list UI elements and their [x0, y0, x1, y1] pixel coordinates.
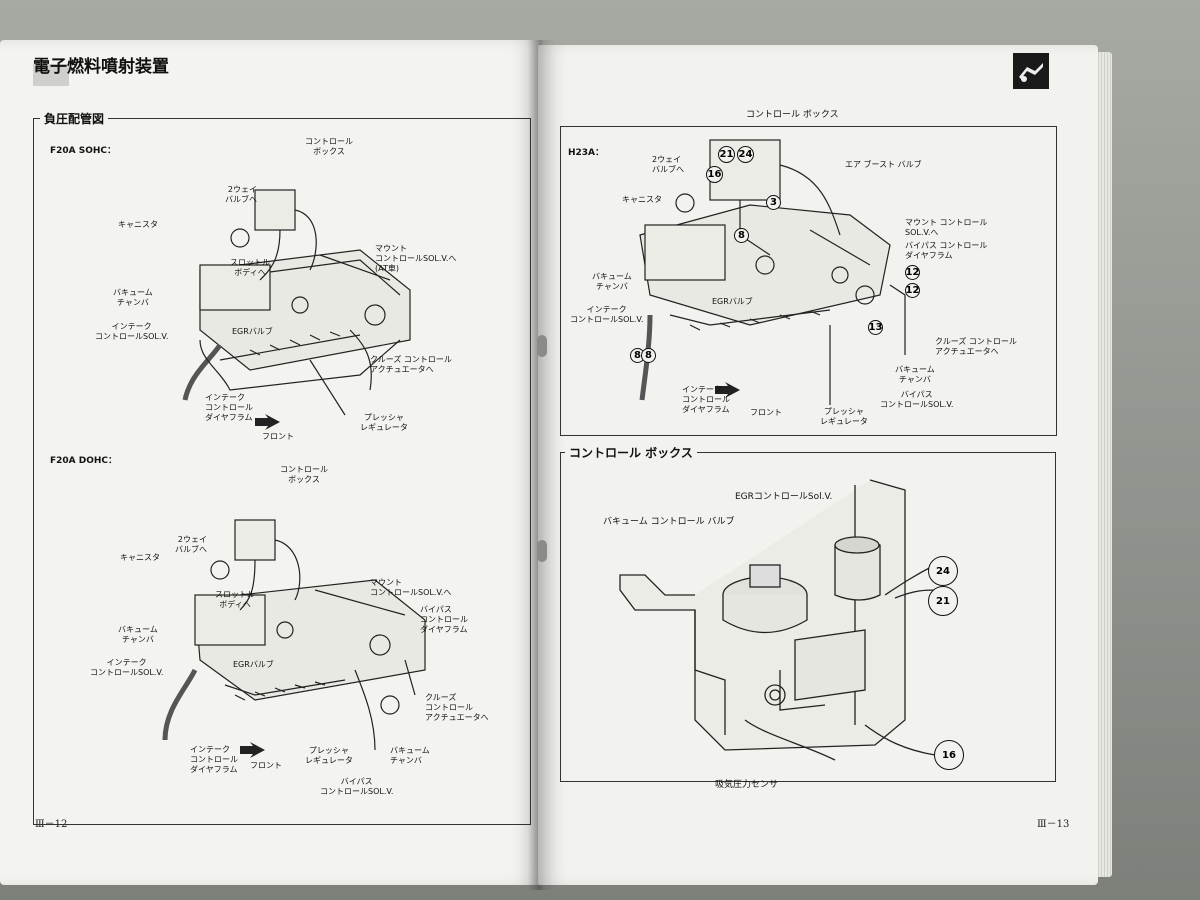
- left-page: [0, 40, 540, 885]
- label-canister: キャニスタ: [120, 553, 160, 562]
- label-cruise-actuator: クルーズ コントロール アクチュエータへ: [935, 337, 1017, 356]
- label-intake-diaphragm: インテーク コントロール ダイヤフラム: [190, 745, 238, 774]
- engine-label-dohc: F20A DOHC：: [50, 456, 118, 466]
- label-intake-diaphragm: インテーク コントロール ダイヤフラム: [205, 393, 253, 422]
- label-front: フロント: [262, 432, 294, 441]
- label-egr-valve: EGRバルブ: [233, 660, 274, 669]
- label-two-way-valve: 2ウェイ バルブへ: [652, 155, 684, 174]
- label-canister: キャニスタ: [118, 220, 158, 229]
- label-control-box: コントロール ボックス: [280, 465, 328, 484]
- hose-number-marker: 24: [737, 146, 754, 163]
- label-egr-valve: EGRバルブ: [712, 297, 753, 306]
- hose-number-marker: 16: [706, 166, 723, 183]
- label-intake-sol: インテーク コントロールSOL.V.: [90, 658, 164, 677]
- section-label: 負圧配管図: [40, 110, 109, 127]
- label-egr-valve: EGRバルブ: [232, 327, 273, 336]
- label-map-sensor: 吸気圧力センサ: [715, 780, 779, 790]
- label-vacuum-chamber: バキューム チャンバ: [113, 288, 153, 307]
- label-control-box: コントロール ボックス: [305, 137, 353, 156]
- hose-number-marker: 24: [928, 556, 958, 586]
- hose-number-marker: 8: [641, 348, 656, 363]
- h23a-diagram-frame: [560, 126, 1057, 436]
- label-intake-sol: インテーク コントロールSOL.V.: [95, 322, 169, 341]
- binding-hole: [537, 540, 547, 562]
- control-box-diagram: [619, 479, 938, 761]
- label-pressure-regulator: プレッシャ レギュレータ: [360, 413, 408, 432]
- engine-label-h23a: H23A：: [568, 148, 605, 158]
- h23a-engine-diagram: [639, 139, 906, 405]
- label-pressure-regulator: プレッシャ レギュレータ: [305, 746, 353, 765]
- page-number: Ⅲ－12: [35, 819, 68, 830]
- engine-label-sohc: F20A SOHC：: [50, 146, 117, 156]
- hose-number-marker: 8: [734, 228, 749, 243]
- label-egr-control-sol: EGRコントロールSol.V.: [735, 492, 833, 502]
- front-arrow: [240, 742, 265, 758]
- label-throttle-body: スロットル ボディへ: [230, 258, 270, 277]
- sohc-engine-diagram: [182, 189, 411, 430]
- label-intake-diaphragm: インテーク コントロール ダイヤフラム: [682, 385, 730, 414]
- label-mount-sol: マウント コントロールSOL.V.へ: [370, 578, 452, 597]
- vacuum-diagram-frame: [33, 118, 531, 825]
- hose-number-marker: 12: [905, 283, 920, 298]
- hose-number-marker: 12: [905, 265, 920, 280]
- label-vacuum-chamber: バキューム チャンバ: [592, 272, 632, 291]
- label-throttle-body: スロットル ボディへ: [215, 590, 255, 609]
- label-mount-sol: マウント コントロールSOL.V.へ (AT車): [375, 244, 457, 273]
- label-cruise-actuator: クルーズ コントロール アクチュエータへ: [370, 355, 452, 374]
- label-control-box: コントロール ボックス: [746, 110, 839, 120]
- label-two-way-valve: 2ウェイ バルブへ: [175, 535, 207, 554]
- binding-hole: [537, 335, 547, 357]
- label-bypass-diaphragm: バイパス コントロール ダイヤフラム: [905, 241, 988, 260]
- label-intake-sol: インテーク コントロールSOL.V.: [570, 305, 644, 324]
- chapter-tab: [33, 64, 69, 86]
- control-box-frame: [560, 452, 1056, 782]
- label-bypass-sol: バイパス コントロールSOL.V.: [880, 390, 954, 409]
- label-front: フロント: [750, 408, 782, 417]
- hose-number-marker: 21: [718, 146, 735, 163]
- label-air-boost-valve: エア ブースト バルブ: [845, 160, 922, 169]
- label-canister: キャニスタ: [622, 195, 662, 204]
- section-label: コントロール ボックス: [565, 444, 697, 461]
- label-cruise-actuator: クルーズ コントロール アクチュエータへ: [425, 693, 489, 722]
- page-number: Ⅲ－13: [1037, 819, 1070, 830]
- label-vacuum-chamber-2: バキューム チャンバ: [895, 365, 935, 384]
- front-arrow: [255, 414, 280, 430]
- label-vacuum-chamber: バキューム チャンバ: [118, 625, 158, 644]
- label-pressure-regulator: プレッシャ レギュレータ: [820, 407, 868, 426]
- page-title: 電子燃料噴射装置: [33, 57, 169, 77]
- chapter-icon: [1013, 53, 1049, 89]
- hose-number-marker: 16: [934, 740, 964, 770]
- hose-number-marker: 21: [928, 586, 958, 616]
- front-arrow: [715, 382, 740, 398]
- hose-number-marker: 3: [766, 195, 781, 210]
- label-vacuum-control-valve: バキューム コントロール バルブ: [603, 517, 735, 527]
- label-front: フロント: [250, 761, 282, 770]
- label-two-way-valve: 2ウェイ バルブへ: [225, 185, 257, 204]
- label-mount-sol: マウント コントロール SOL.V.へ: [905, 218, 988, 237]
- label-bypass-sol: バイパス コントロールSOL.V.: [320, 777, 394, 796]
- label-bypass-diaphragm: バイパス コントロール ダイヤフラム: [420, 605, 468, 634]
- dohc-engine-diagram: [162, 519, 426, 758]
- hose-number-marker: 13: [868, 320, 883, 335]
- label-vacuum-chamber-2: バキューム チャンバ: [390, 746, 430, 765]
